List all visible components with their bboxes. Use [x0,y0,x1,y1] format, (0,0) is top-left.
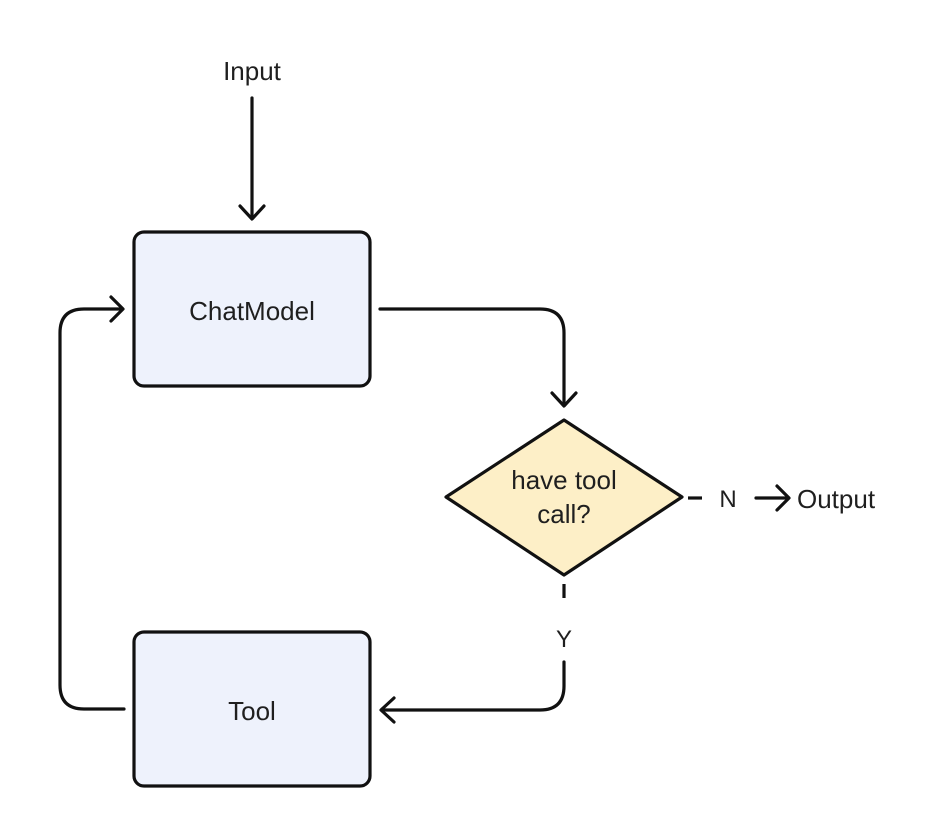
input-label: Input [223,56,282,86]
yes-branch-edge: Y [379,584,572,724]
decision-label-line1: have tool [511,465,617,495]
decision-diamond [444,418,684,577]
no-branch-edge: N [688,484,791,513]
tool-label: Tool [228,696,276,726]
tool-to-chatmodel-edge [58,295,126,711]
decision-node: have tool call? [444,418,684,577]
chatmodel-node: ChatModel [132,230,372,388]
chatmodel-to-decision-edge [378,307,578,408]
output-label: Output [797,484,876,514]
yes-branch-label: Y [556,626,572,653]
no-branch-label: N [719,486,736,513]
tool-box [132,630,372,788]
chatmodel-box [132,230,372,388]
decision-label-line2: call? [537,499,590,529]
chatmodel-label: ChatModel [189,296,315,326]
input-to-chatmodel-edge [238,96,266,221]
tool-node: Tool [132,630,372,788]
